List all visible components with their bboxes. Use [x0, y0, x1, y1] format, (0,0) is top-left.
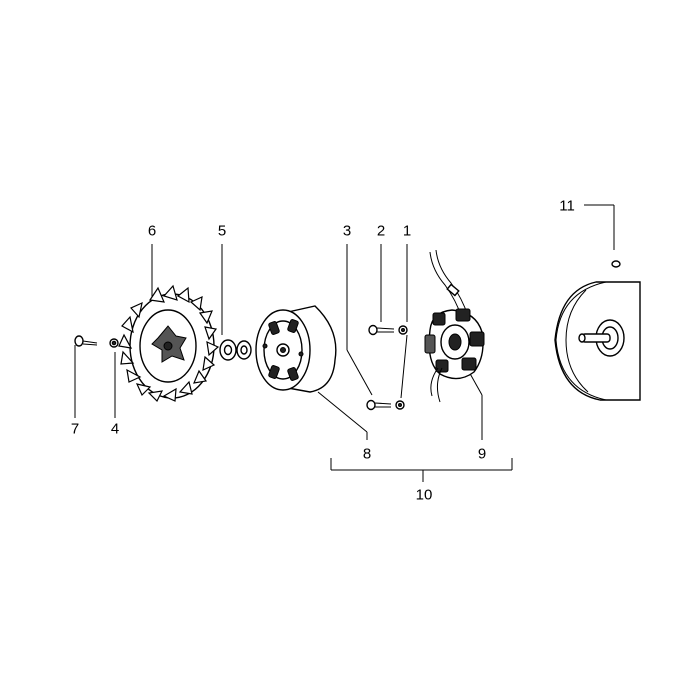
callout-5: 5	[217, 222, 227, 240]
rotor-part	[255, 305, 337, 393]
callout-10: 10	[415, 486, 433, 504]
screw-part	[74, 335, 98, 347]
stator-part	[424, 249, 485, 403]
nut-part	[109, 338, 119, 348]
callout-8: 8	[362, 445, 372, 463]
kit-bracket	[330, 458, 513, 482]
crankcase-part	[554, 260, 641, 401]
upper-screw-washer-part	[368, 324, 408, 336]
callout-4: 4	[110, 420, 120, 438]
leader-lines	[74, 204, 615, 440]
callout-6: 6	[147, 222, 157, 240]
callout-11: 11	[559, 197, 575, 215]
flywheel-fan-part	[118, 284, 220, 403]
spacer-rings-part	[219, 339, 252, 361]
callout-9: 9	[477, 445, 487, 463]
callout-7: 7	[70, 420, 80, 438]
callout-1: 1	[402, 222, 412, 240]
callout-3: 3	[342, 222, 352, 240]
lower-screw-washer-part	[366, 399, 405, 411]
callout-2: 2	[376, 222, 386, 240]
